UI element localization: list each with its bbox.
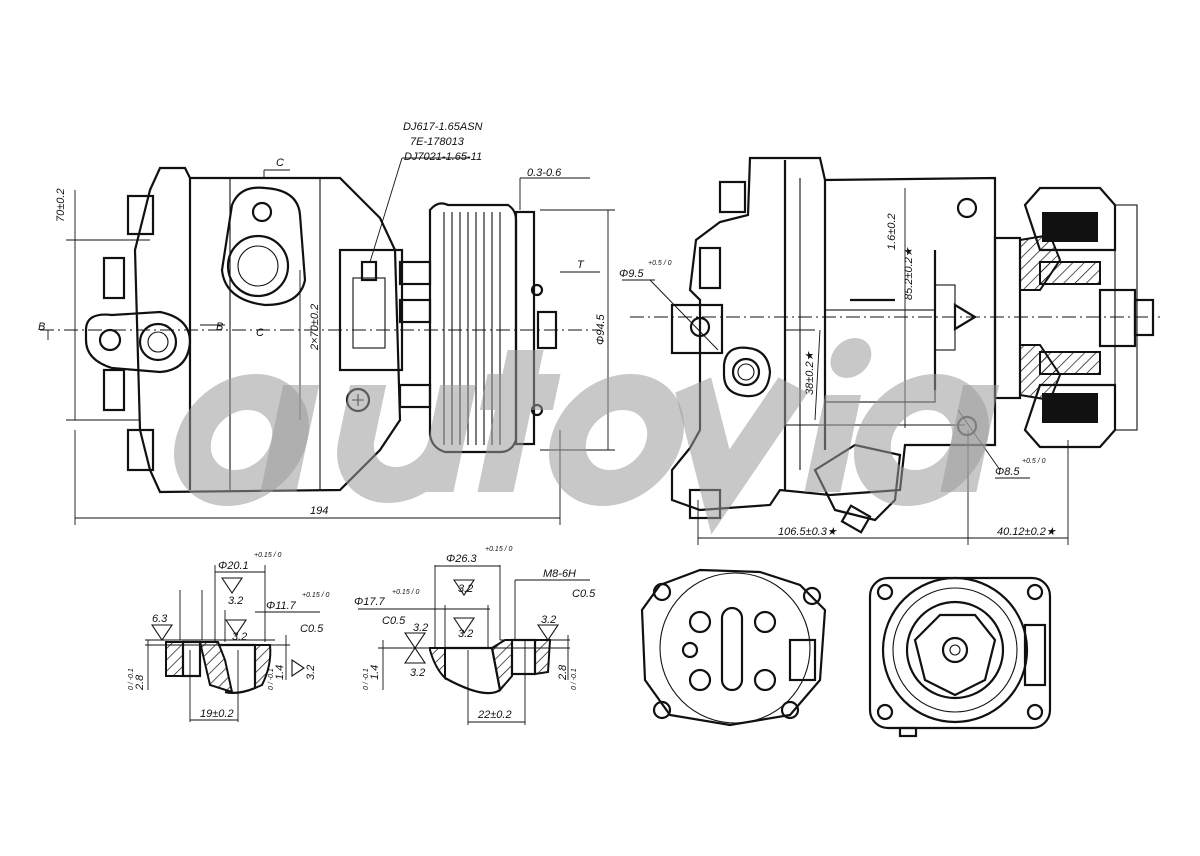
section-c-top: C — [276, 157, 284, 169]
rear-view-illustration — [640, 568, 827, 727]
t-label: T — [577, 259, 585, 271]
d2-dia-inner-tol: +0.15 / 0 — [392, 589, 420, 596]
d2-spacing: 22±0.2 — [477, 709, 512, 721]
d1-depth-a-tol: 0 / -0.1 — [128, 668, 135, 690]
section-b-right: B — [216, 321, 223, 333]
height-dim: 70±0.2 — [55, 188, 67, 222]
detail-2-labels: Φ26.3 +0.15 / 0 3.2 M8-6H C0.5 Φ17.7 +0.… — [354, 546, 596, 721]
d2-rough-d: 3.2 — [458, 628, 473, 640]
hole-top-tol: +0.5 / 0 — [648, 260, 672, 267]
d1-rough-b: 3.2 — [232, 631, 247, 643]
section-c-bottom: C — [256, 327, 264, 339]
d2-dia-outer-tol: +0.15 / 0 — [485, 546, 513, 553]
part-number-1: DJ617-1.65ASN — [403, 121, 483, 133]
dim-85-2: 85.2±0.2★ — [903, 246, 915, 300]
side-view — [40, 157, 615, 525]
d2-depth-b: 2.8 — [557, 664, 569, 681]
d1-rough-a: 3.2 — [228, 595, 243, 607]
d2-thread: M8-6H — [543, 568, 576, 580]
section-b-left: B — [38, 321, 45, 333]
d2-chamfer-left: C0.5 — [382, 615, 406, 627]
d2-rough-c: 3.2 — [410, 667, 425, 679]
d1-chamfer: C0.5 — [300, 623, 324, 635]
d1-dia-inner-tol: +0.15 / 0 — [302, 592, 330, 599]
dim-38: 38±0.2★ — [804, 350, 816, 395]
mount-dim: 2×70±0.2 — [309, 304, 321, 351]
d1-spacing: 19±0.2 — [200, 708, 234, 720]
d2-depth-a-tol: 0 / -0.1 — [363, 668, 370, 690]
length-dim: 194 — [310, 505, 328, 517]
d2-rough-b: 3.2 — [413, 622, 428, 634]
gap-dim: 0.3-0.6 — [527, 167, 562, 179]
d1-dia-inner: Φ11.7 — [266, 600, 297, 612]
d2-depth-a: 1.4 — [369, 665, 381, 680]
pulley-diameter: Φ94.5 — [595, 314, 607, 345]
front-view-labels: Φ9.5 +0.5 / 0 1.6±0.2 85.2±0.2★ 38±0.2★ … — [619, 213, 1057, 538]
d2-chamfer-right: C0.5 — [572, 588, 596, 600]
detail-2-section — [358, 565, 590, 725]
detail-1-labels: Φ20.1 +0.15 / 0 3.2 Φ11.7 +0.15 / 0 3.2 … — [128, 552, 330, 720]
hole-top-dia: Φ9.5 — [619, 268, 644, 280]
hole-bottom-dia: Φ8.5 — [995, 466, 1020, 478]
d1-dia-outer: Φ20.1 — [218, 560, 249, 572]
d1-depth-b-tol: 0 / -0.1 — [268, 668, 275, 690]
front-view — [622, 156, 1160, 545]
dim-40-12: 40.12±0.2★ — [997, 526, 1057, 538]
d1-depth-a: 2.8 — [134, 674, 146, 691]
d2-dia-outer: Φ26.3 — [446, 553, 477, 565]
d1-rough-d: 3.2 — [305, 665, 317, 680]
d1-dia-outer-tol: +0.15 / 0 — [254, 552, 282, 559]
d2-dia-inner: Φ17.7 — [354, 596, 385, 608]
dim-1-6: 1.6±0.2 — [886, 213, 898, 250]
d1-depth-b: 1.4 — [274, 665, 286, 680]
d2-rough-a: 3.2 — [458, 583, 473, 595]
front-view-illustration — [868, 576, 1052, 738]
part-number-2: 7E-178013 — [410, 136, 465, 148]
d2-rough-e: 3.2 — [541, 614, 556, 626]
d1-rough-c: 6.3 — [152, 613, 168, 625]
side-view-labels: DJ617-1.65ASN 7E-178013 DJ7021-1.65-11 0… — [38, 121, 607, 517]
watermark-logo — [174, 338, 1000, 535]
detail-1-section — [145, 565, 320, 722]
dim-106-5: 106.5±0.3★ — [778, 526, 838, 538]
part-number-3: DJ7021-1.65-11 — [404, 151, 482, 163]
d2-depth-b-tol: 0 / -0.1 — [571, 668, 578, 690]
hole-bottom-tol: +0.5 / 0 — [1022, 458, 1046, 465]
